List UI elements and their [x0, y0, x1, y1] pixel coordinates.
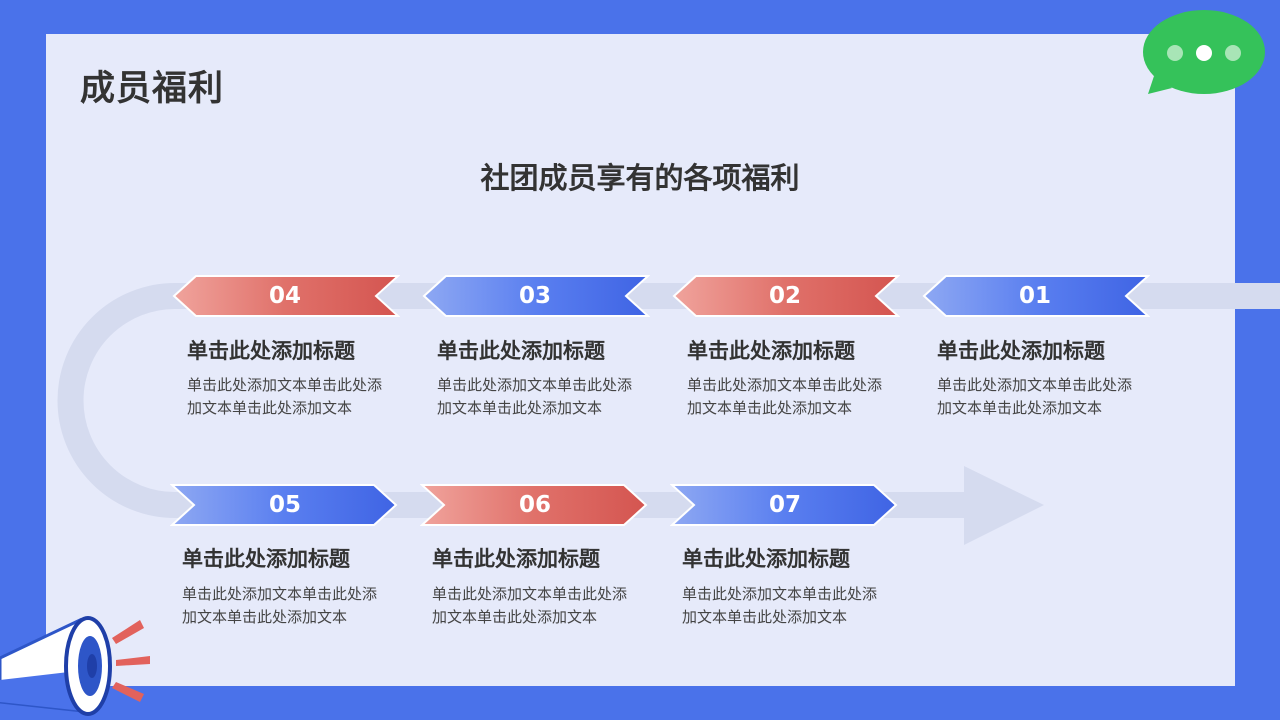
- item-description: 单击此处添加文本单击此处添加文本单击此处添加文本: [182, 583, 382, 629]
- section-subtitle: 社团成员享有的各项福利: [0, 155, 1280, 197]
- item-title: 单击此处添加标题: [437, 335, 667, 365]
- step-badge: 04: [170, 274, 400, 318]
- step-number: 06: [420, 483, 650, 527]
- item-title: 单击此处添加标题: [182, 543, 412, 573]
- item-description: 单击此处添加文本单击此处添加文本单击此处添加文本: [432, 583, 632, 629]
- step-number: 01: [920, 274, 1150, 318]
- step-badge: 01: [920, 274, 1150, 318]
- item-description: 单击此处添加文本单击此处添加文本单击此处添加文本: [682, 583, 882, 629]
- step-badge: 06: [420, 483, 650, 527]
- step-number: 05: [170, 483, 400, 527]
- step-number: 03: [420, 274, 650, 318]
- item-description: 单击此处添加文本单击此处添加文本单击此处添加文本: [187, 374, 387, 420]
- step-number: 04: [170, 274, 400, 318]
- item-title: 单击此处添加标题: [432, 543, 662, 573]
- item-description: 单击此处添加文本单击此处添加文本单击此处添加文本: [937, 374, 1137, 420]
- step-number: 02: [670, 274, 900, 318]
- step-number: 07: [670, 483, 900, 527]
- item-description: 单击此处添加文本单击此处添加文本单击此处添加文本: [437, 374, 637, 420]
- step-badge: 07: [670, 483, 900, 527]
- megaphone-icon: [0, 612, 160, 720]
- item-title: 单击此处添加标题: [937, 335, 1167, 365]
- step-badge: 02: [670, 274, 900, 318]
- item-title: 单击此处添加标题: [687, 335, 917, 365]
- item-title: 单击此处添加标题: [682, 543, 912, 573]
- item-title: 单击此处添加标题: [187, 335, 417, 365]
- item-description: 单击此处添加文本单击此处添加文本单击此处添加文本: [687, 374, 887, 420]
- step-badge: 05: [170, 483, 400, 527]
- step-badge: 03: [420, 274, 650, 318]
- chat-bubble-icon: [1140, 8, 1270, 100]
- page-title: 成员福利: [80, 60, 224, 111]
